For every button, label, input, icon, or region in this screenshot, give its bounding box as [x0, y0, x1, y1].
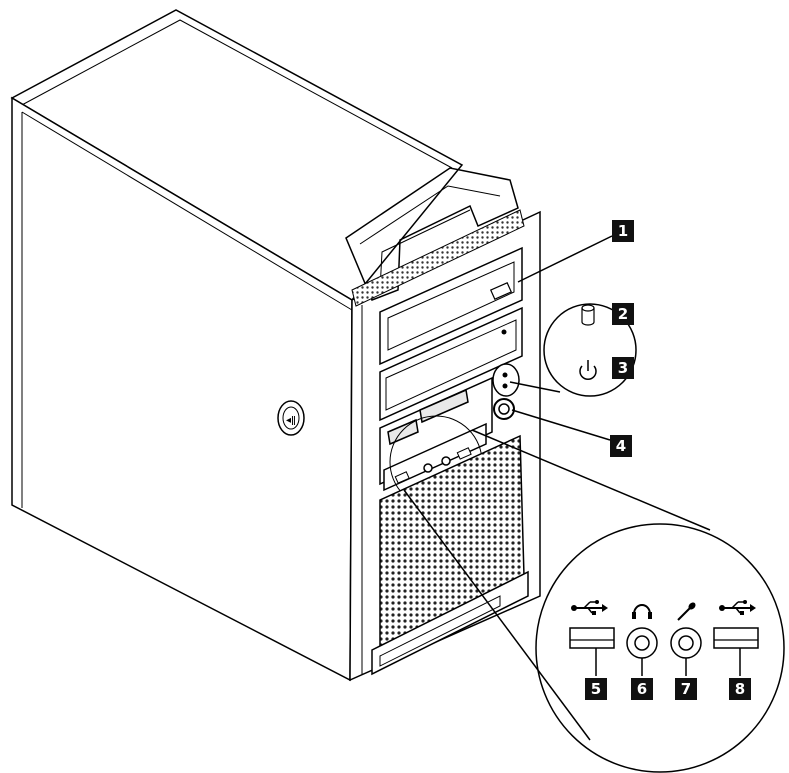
callout-label: 2 [618, 305, 628, 323]
optical-drive-eject-button[interactable] [489, 281, 513, 301]
callout-1: 1 [612, 220, 634, 242]
callout-3: 3 [612, 357, 634, 379]
front-io-panel [379, 376, 493, 509]
callout-label: 3 [618, 359, 628, 377]
hard-disk-activity-led [502, 372, 508, 378]
callout-label: 8 [735, 680, 745, 698]
callout-4: 4 [610, 435, 632, 457]
headphone-icon [632, 604, 652, 619]
front-microphone-jack[interactable] [441, 456, 451, 466]
svg-text:◂ǁ: ◂ǁ [286, 415, 296, 426]
microphone-jack-7[interactable] [670, 627, 702, 659]
usb-port-5[interactable] [569, 627, 615, 649]
port-detail [569, 600, 759, 676]
drive-bay-2 [379, 306, 523, 422]
callout-label: 4 [616, 437, 626, 455]
side-logo-badge: ◂ǁ [277, 400, 305, 436]
callout-8: 8 [729, 678, 751, 700]
usb-icon [719, 600, 756, 615]
indicator-detail [579, 304, 597, 381]
carry-handle [345, 167, 525, 307]
usb-port-8[interactable] [713, 627, 759, 649]
usb-icon [571, 600, 608, 615]
power-icon [579, 360, 597, 381]
callout-label: 7 [681, 680, 691, 698]
front-usb-port-right[interactable] [456, 447, 472, 460]
power-switch[interactable] [493, 398, 515, 420]
optical-drive [379, 246, 523, 366]
computer-tower: ◂ǁ [10, 9, 541, 682]
callout-label: 1 [618, 222, 628, 240]
callout-2: 2 [612, 303, 634, 325]
front-usb-port-left[interactable] [394, 471, 410, 484]
headphone-jack-6[interactable] [626, 627, 658, 659]
front-indicators [492, 363, 520, 420]
microphone-icon [677, 602, 696, 621]
leader-lines [403, 235, 785, 773]
power-led [502, 383, 508, 389]
callout-label: 5 [591, 680, 601, 698]
callout-7: 7 [675, 678, 697, 700]
hard-disk-icon [581, 304, 595, 326]
callout-label: 6 [637, 680, 647, 698]
callout-6: 6 [631, 678, 653, 700]
callout-5: 5 [585, 678, 607, 700]
front-headphone-jack[interactable] [423, 463, 433, 473]
